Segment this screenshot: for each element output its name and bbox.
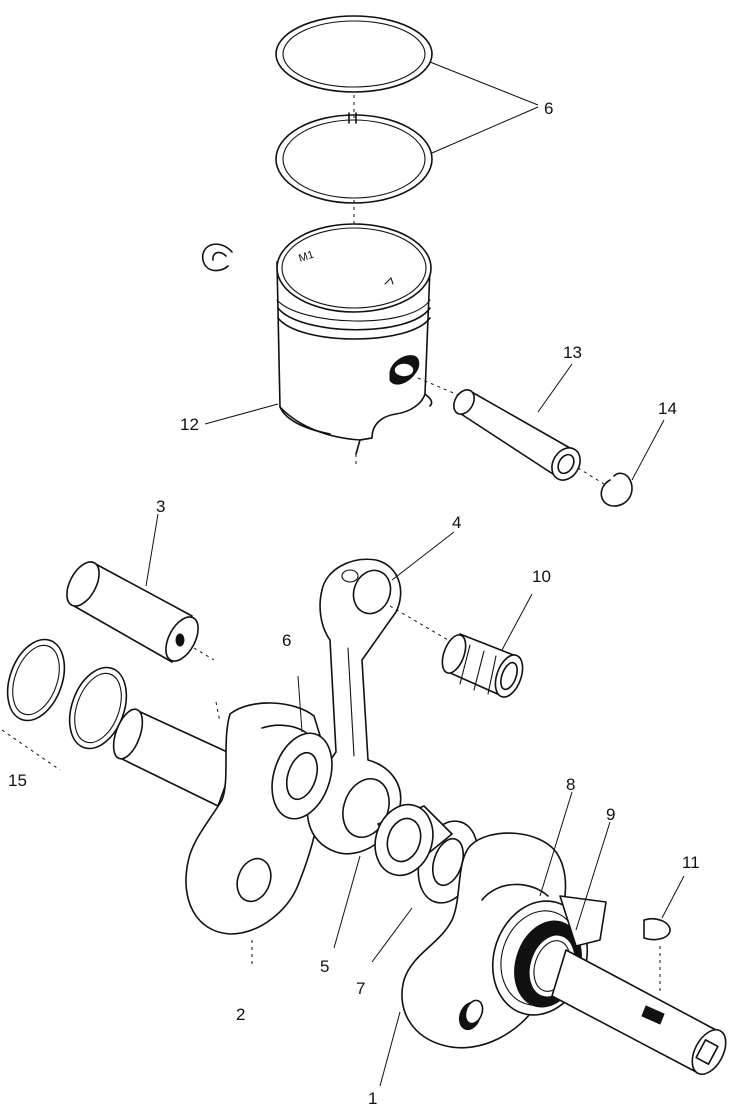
circlip-left [202,243,233,272]
needle-bearing [374,803,453,877]
callout-label-8: 9 [606,805,615,824]
woodruff-key [643,917,671,941]
piston: M1 [276,223,433,455]
callout-label-13: 13 [563,343,582,362]
callout-label-12: 6 [544,99,553,118]
callout-label-14: 14 [658,399,677,418]
callout-label-7: 8 [566,775,575,794]
callout-label-2: 2 [236,1005,245,1024]
callout-label-6-upper: 6 [282,631,291,650]
callout-label-9: 10 [532,567,551,586]
crankshaft-right-half [401,832,727,1075]
callout-label-10: 11 [682,853,700,872]
callout-label-3: 3 [156,497,165,516]
callout-label-15: 15 [8,771,27,790]
piston-pin [453,389,581,481]
connecting-rod [306,558,402,855]
crank-pin [66,561,199,663]
callout-label-5: 5 [320,957,329,976]
callout-label-11: 12 [180,415,199,434]
callout-12-leaders [429,61,539,154]
seal-rings [6,638,128,750]
callout-label-1: 1 [368,1089,377,1106]
piston-ring-upper [275,15,433,93]
small-end-bearing [441,633,524,698]
piston-marking: M1 [297,249,315,265]
callout-label-4: 4 [452,513,461,532]
callout-label-6-lower: 7 [356,979,365,998]
piston-ring-lower [275,112,433,204]
thrust-washer-upper [271,732,333,820]
circlip [600,472,633,507]
